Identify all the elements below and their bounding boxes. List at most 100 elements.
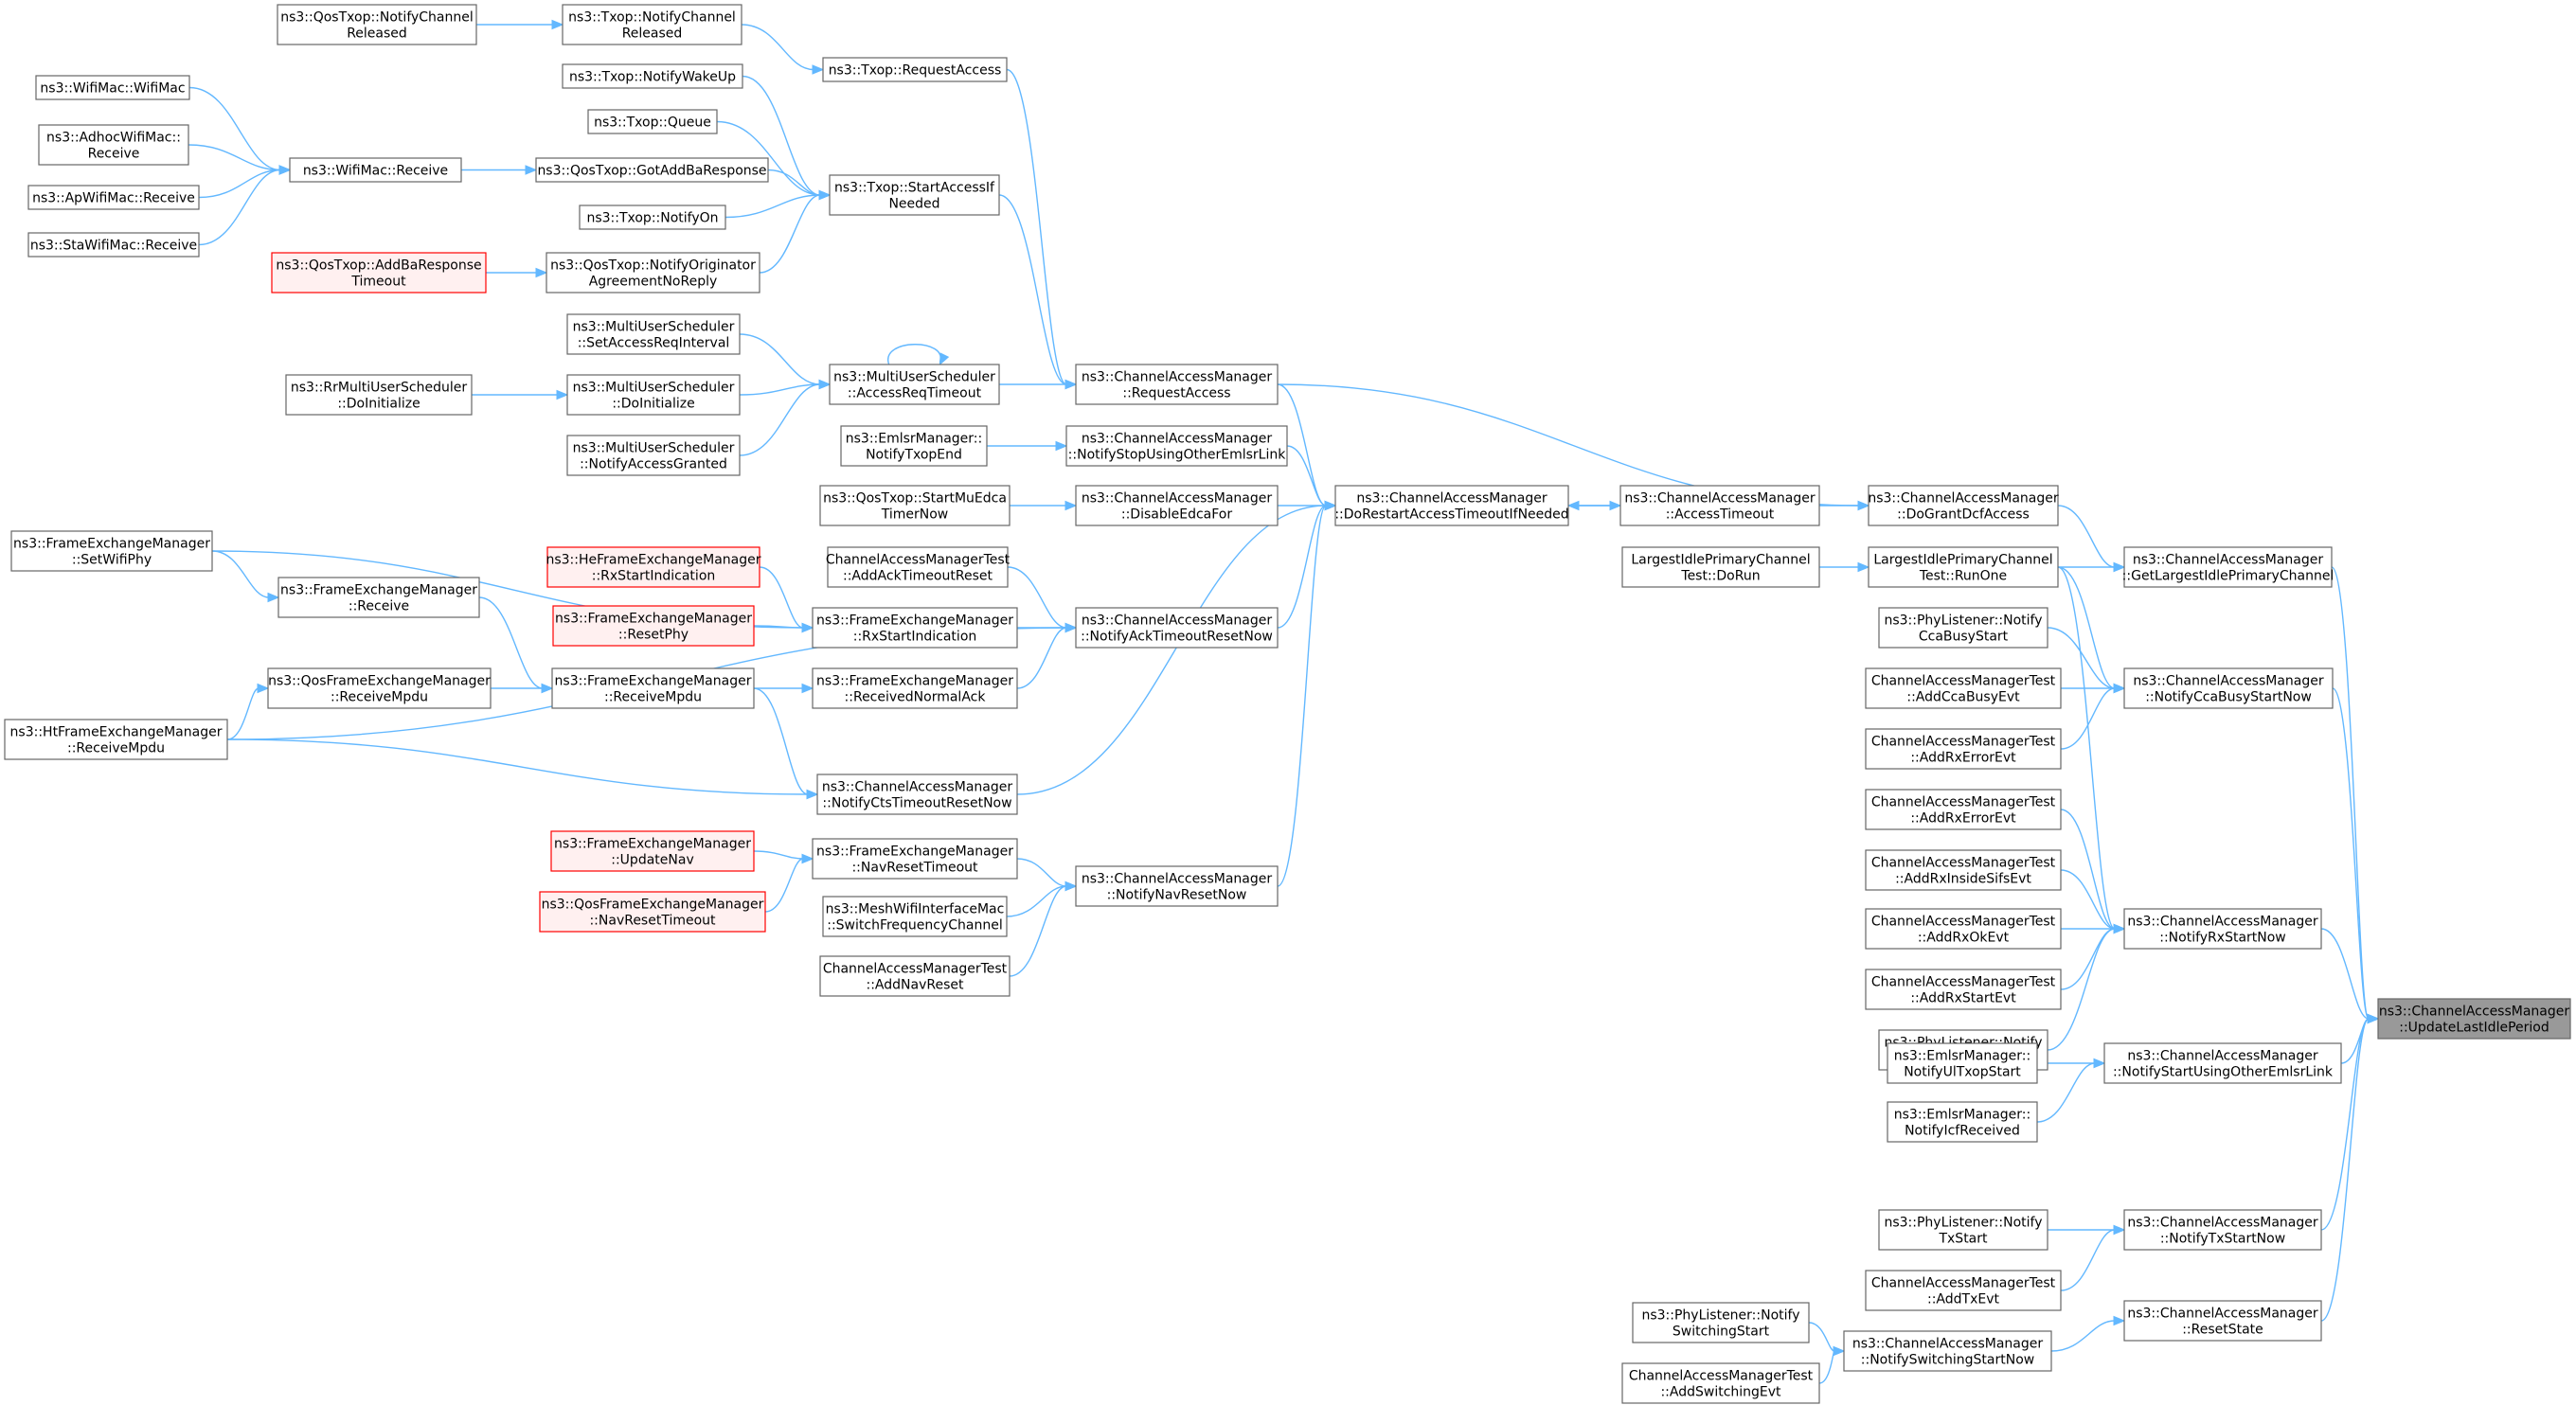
graph-node[interactable]: ChannelAccessManagerTest::AddSwitchingEv… <box>1621 1362 1820 1404</box>
graph-node[interactable]: ns3::ChannelAccessManager::ResetState <box>2123 1300 2322 1342</box>
graph-node[interactable]: ns3::ChannelAccessManager::NotifyStopUsi… <box>1065 425 1288 467</box>
node-box <box>579 205 726 230</box>
edge-arrowhead <box>801 622 814 633</box>
graph-node[interactable]: ChannelAccessManagerTest::AddRxOkEvt <box>1865 908 2062 950</box>
graph-node[interactable]: ns3::WifiMac::Receive <box>289 157 462 183</box>
graph-node[interactable]: ns3::FrameExchangeManager::ResetPhy <box>552 605 755 647</box>
graph-node[interactable]: ChannelAccessManagerTest::AddRxErrorEvt <box>1865 728 2062 770</box>
node-label: ns3::FrameExchangeManager <box>554 837 751 852</box>
graph-node[interactable]: ns3::ChannelAccessManager::NotifyStartUs… <box>2103 1042 2342 1084</box>
graph-node[interactable]: ns3::HeFrameExchangeManager::RxStartIndi… <box>546 546 761 588</box>
graph-node[interactable]: ns3::EmlsrManager::NotifyUlTxopStart <box>1887 1042 2038 1084</box>
graph-node[interactable]: ns3::RrMultiUserScheduler::DoInitialize <box>285 374 473 416</box>
graph-node[interactable]: ns3::PhyListener::NotifyTxStart <box>1878 1209 2048 1251</box>
graph-edge <box>2060 809 2126 934</box>
node-label: ::AddAckTimeoutReset <box>843 569 993 584</box>
node-label: ns3::ChannelAccessManager <box>1082 370 1273 385</box>
graph-node[interactable]: ns3::ChannelAccessManager::NotifyNavRese… <box>1075 865 1279 907</box>
graph-node[interactable]: ns3::FrameExchangeManager::ReceivedNorma… <box>812 667 1018 709</box>
graph-node[interactable]: ns3::MultiUserScheduler::NotifyAccessGra… <box>566 435 741 476</box>
graph-node[interactable]: ChannelAccessManagerTest::AddCcaBusyEvt <box>1865 667 2062 709</box>
node-label: ::SetWifiPhy <box>72 553 152 568</box>
graph-node[interactable]: ns3::Txop::Queue <box>587 109 718 134</box>
edge-line <box>1286 445 1327 507</box>
node-label: ns3::Txop::StartAccessIf <box>834 181 995 196</box>
graph-node[interactable]: ns3::FrameExchangeManager::UpdateNav <box>550 830 755 872</box>
graph-node[interactable]: ns3::ApWifiMac::Receive <box>27 185 200 210</box>
graph-node[interactable]: ns3::HtFrameExchangeManager::ReceiveMpdu <box>4 719 228 760</box>
graph-node[interactable]: ns3::MultiUserScheduler::DoInitialize <box>566 374 741 416</box>
graph-node[interactable]: ns3::ChannelAccessManager::NotifyRxStart… <box>2123 908 2322 950</box>
graph-node[interactable]: ChannelAccessManagerTest::AddRxStartEvt <box>1865 969 2062 1010</box>
node-box <box>27 232 200 258</box>
node-label: Timeout <box>350 275 406 290</box>
graph-node[interactable]: ns3::AdhocWifiMac::Receive <box>38 124 189 166</box>
graph-edge <box>1009 880 1078 977</box>
graph-node[interactable]: ns3::ChannelAccessManager::DisableEdcaFo… <box>1075 485 1279 526</box>
graph-node[interactable]: ns3::ChannelAccessManager::NotifyAckTime… <box>1075 607 1279 649</box>
edge-line <box>198 169 281 246</box>
graph-node[interactable]: ns3::ChannelAccessManager::NotifyCcaBusy… <box>2123 667 2334 709</box>
node-label: ChannelAccessManagerTest <box>1871 915 2056 930</box>
graph-node[interactable]: ns3::WifiMac::WifiMac <box>35 75 190 100</box>
graph-node[interactable]: ns3::ChannelAccessManager::GetLargestIdl… <box>2122 546 2334 588</box>
edge-arrowhead <box>1064 500 1078 511</box>
graph-node[interactable]: ns3::FrameExchangeManager::SetWifiPhy <box>10 530 213 572</box>
graph-node[interactable]: ns3::StaWifiMac::Receive <box>27 232 200 258</box>
graph-node[interactable]: ns3::Txop::RequestAccess <box>822 57 1008 82</box>
graph-node[interactable]: ns3::FrameExchangeManager::RxStartIndica… <box>812 607 1018 649</box>
graph-node[interactable]: ns3::ChannelAccessManager::NotifyTxStart… <box>2123 1209 2322 1251</box>
graph-node[interactable]: ns3::QosTxop::NotifyOriginatorAgreementN… <box>546 252 760 293</box>
graph-node[interactable]: ChannelAccessManagerTest::AddTxEvt <box>1865 1270 2062 1311</box>
graph-node[interactable]: ns3::EmlsrManager::NotifyTxopEnd <box>840 425 988 467</box>
graph-node[interactable]: ChannelAccessManagerTest::AddRxErrorEvt <box>1865 789 2062 830</box>
edge-line <box>753 850 804 860</box>
graph-node[interactable]: ChannelAccessManagerTest::AddNavReset <box>819 955 1011 997</box>
graph-node[interactable]: ns3::Txop::NotifyOn <box>579 205 726 230</box>
graph-node[interactable]: ns3::ChannelAccessManager::DoRestartAcce… <box>1334 485 1569 526</box>
edge-line <box>753 625 804 629</box>
edge-arrowhead <box>551 19 564 30</box>
graph-node[interactable]: ns3::PhyListener::NotifySwitchingStart <box>1632 1302 1810 1343</box>
graph-node[interactable]: ns3::EmlsrManager::NotifyIcfReceived <box>1887 1101 2038 1143</box>
graph-node[interactable]: ChannelAccessManagerTest::AddRxInsideSif… <box>1865 849 2062 891</box>
graph-node[interactable]: ns3::ChannelAccessManager::RequestAccess <box>1075 364 1279 405</box>
graph-node[interactable]: ns3::ChannelAccessManager::NotifySwitchi… <box>1843 1330 2052 1372</box>
graph-node[interactable]: ns3::QosTxop::GotAddBaResponse <box>535 157 769 183</box>
node-label: ::AddRxInsideSifsEvt <box>1895 872 2031 887</box>
graph-node[interactable]: ns3::PhyListener::NotifyCcaBusyStart <box>1878 607 2048 649</box>
graph-edge <box>2057 566 2126 934</box>
graph-node[interactable]: ns3::MeshWifiInterfaceMac::SwitchFrequen… <box>822 896 1008 937</box>
graph-node[interactable]: ChannelAccessManagerTest::AddAckTimeoutR… <box>826 546 1011 588</box>
graph-node[interactable]: ns3::Txop::NotifyWakeUp <box>562 63 743 89</box>
node-label: ::AddTxEvt <box>1927 1292 2000 1307</box>
graph-node[interactable]: ns3::ChannelAccessManager::AccessTimeout <box>1619 485 1820 526</box>
node-box <box>1621 546 1820 588</box>
graph-node[interactable]: ns3::QosFrameExchangeManager::ReceiveMpd… <box>267 667 492 709</box>
graph-node[interactable]: ns3::ChannelAccessManager::UpdateLastIdl… <box>2377 998 2571 1040</box>
node-label: ChannelAccessManagerTest <box>826 553 1011 568</box>
graph-node[interactable]: ns3::FrameExchangeManager::Receive <box>277 577 480 618</box>
graph-node[interactable]: ns3::FrameExchangeManager::NavResetTimeo… <box>812 838 1018 880</box>
node-label: ns3::MultiUserScheduler <box>573 320 735 335</box>
graph-node[interactable]: ns3::QosFrameExchangeManager::NavResetTi… <box>539 891 766 933</box>
graph-node[interactable]: ns3::FrameExchangeManager::ReceiveMpdu <box>551 667 755 709</box>
graph-node[interactable]: ns3::ChannelAccessManager::NotifyCtsTime… <box>816 774 1018 815</box>
node-label: ::NotifyRxStartNow <box>2159 931 2286 946</box>
edge-line <box>764 858 804 913</box>
edge-line <box>1277 505 1327 887</box>
node-label: ::AddRxOkEvt <box>1918 931 2010 946</box>
graph-node[interactable]: ns3::MultiUserScheduler::SetAccessReqInt… <box>566 313 741 355</box>
graph-node[interactable]: ns3::ChannelAccessManager::DoGrantDcfAcc… <box>1868 485 2059 526</box>
graph-node[interactable]: ns3::MultiUserScheduler::AccessReqTimeou… <box>829 364 1000 405</box>
node-box <box>840 425 988 467</box>
graph-edge <box>486 267 548 278</box>
node-label: ::NotifyNavResetNow <box>1107 888 1247 903</box>
